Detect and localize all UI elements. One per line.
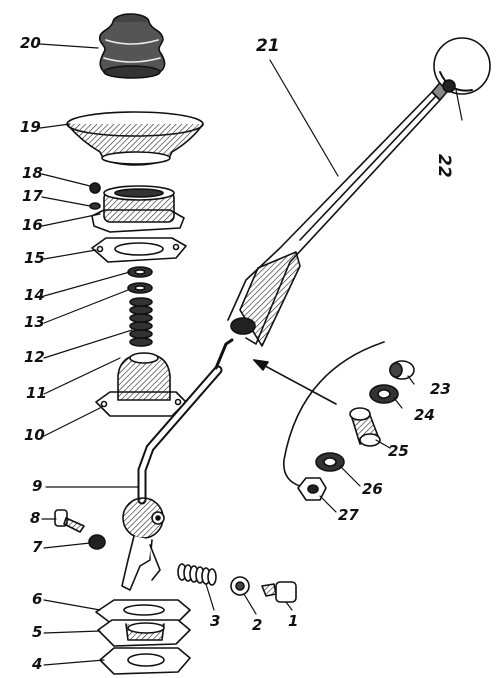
- detail-bracket: [283, 341, 385, 487]
- label-5: 5: [32, 623, 43, 641]
- label-22: 22: [434, 154, 454, 178]
- label-13: 13: [24, 313, 45, 331]
- leader-lines: [39, 43, 463, 666]
- bushing-part: [315, 452, 345, 472]
- label-15: 15: [24, 249, 45, 267]
- washer-7-part: [88, 534, 106, 550]
- label-2: 2: [252, 616, 263, 634]
- label-27: 27: [338, 506, 359, 524]
- label-4: 4: [32, 655, 43, 673]
- base-5-part: [97, 619, 191, 647]
- label-14: 14: [24, 286, 45, 304]
- detail-arrow-head: [253, 359, 269, 371]
- label-24: 24: [414, 406, 435, 424]
- dome-cap-part: [95, 352, 187, 417]
- plate-4-part: [99, 647, 191, 675]
- label-10: 10: [24, 426, 45, 444]
- upper-housing-part: [91, 185, 185, 233]
- label-18: 18: [22, 164, 43, 182]
- label-11: 11: [26, 384, 47, 402]
- label-7: 7: [32, 538, 43, 556]
- cap-part: [389, 360, 415, 380]
- detail-arrow-line: [253, 359, 337, 405]
- nut-part: [297, 477, 327, 501]
- label-3: 3: [210, 612, 221, 630]
- bolt-part: [261, 581, 297, 603]
- label-20: 20: [20, 34, 41, 52]
- screw-part: [54, 509, 85, 533]
- washer-part: [369, 384, 399, 404]
- label-6: 6: [32, 590, 43, 608]
- gasket-part: [91, 237, 187, 263]
- small-washer-part: [89, 202, 101, 210]
- label-1: 1: [288, 612, 299, 630]
- coil-spring-part: [177, 563, 217, 586]
- label-8: 8: [30, 509, 41, 527]
- label-17: 17: [22, 187, 43, 205]
- label-25: 25: [388, 442, 409, 460]
- lower-lever-part: [121, 365, 223, 591]
- rubber-boot-part: [98, 13, 166, 79]
- label-26: 26: [362, 480, 383, 498]
- label-16: 16: [22, 216, 43, 234]
- upper-lever-part: [214, 77, 453, 370]
- label-23: 23: [430, 380, 451, 398]
- sleeve-part: [349, 407, 381, 447]
- cover-cone-part: [66, 111, 204, 166]
- label-9: 9: [32, 477, 43, 495]
- spring-part: [129, 297, 153, 347]
- label-19: 19: [20, 118, 41, 136]
- label-21: 21: [256, 36, 280, 56]
- small-ball-part: [89, 182, 101, 194]
- knob-part: [433, 37, 491, 95]
- label-12: 12: [24, 348, 45, 366]
